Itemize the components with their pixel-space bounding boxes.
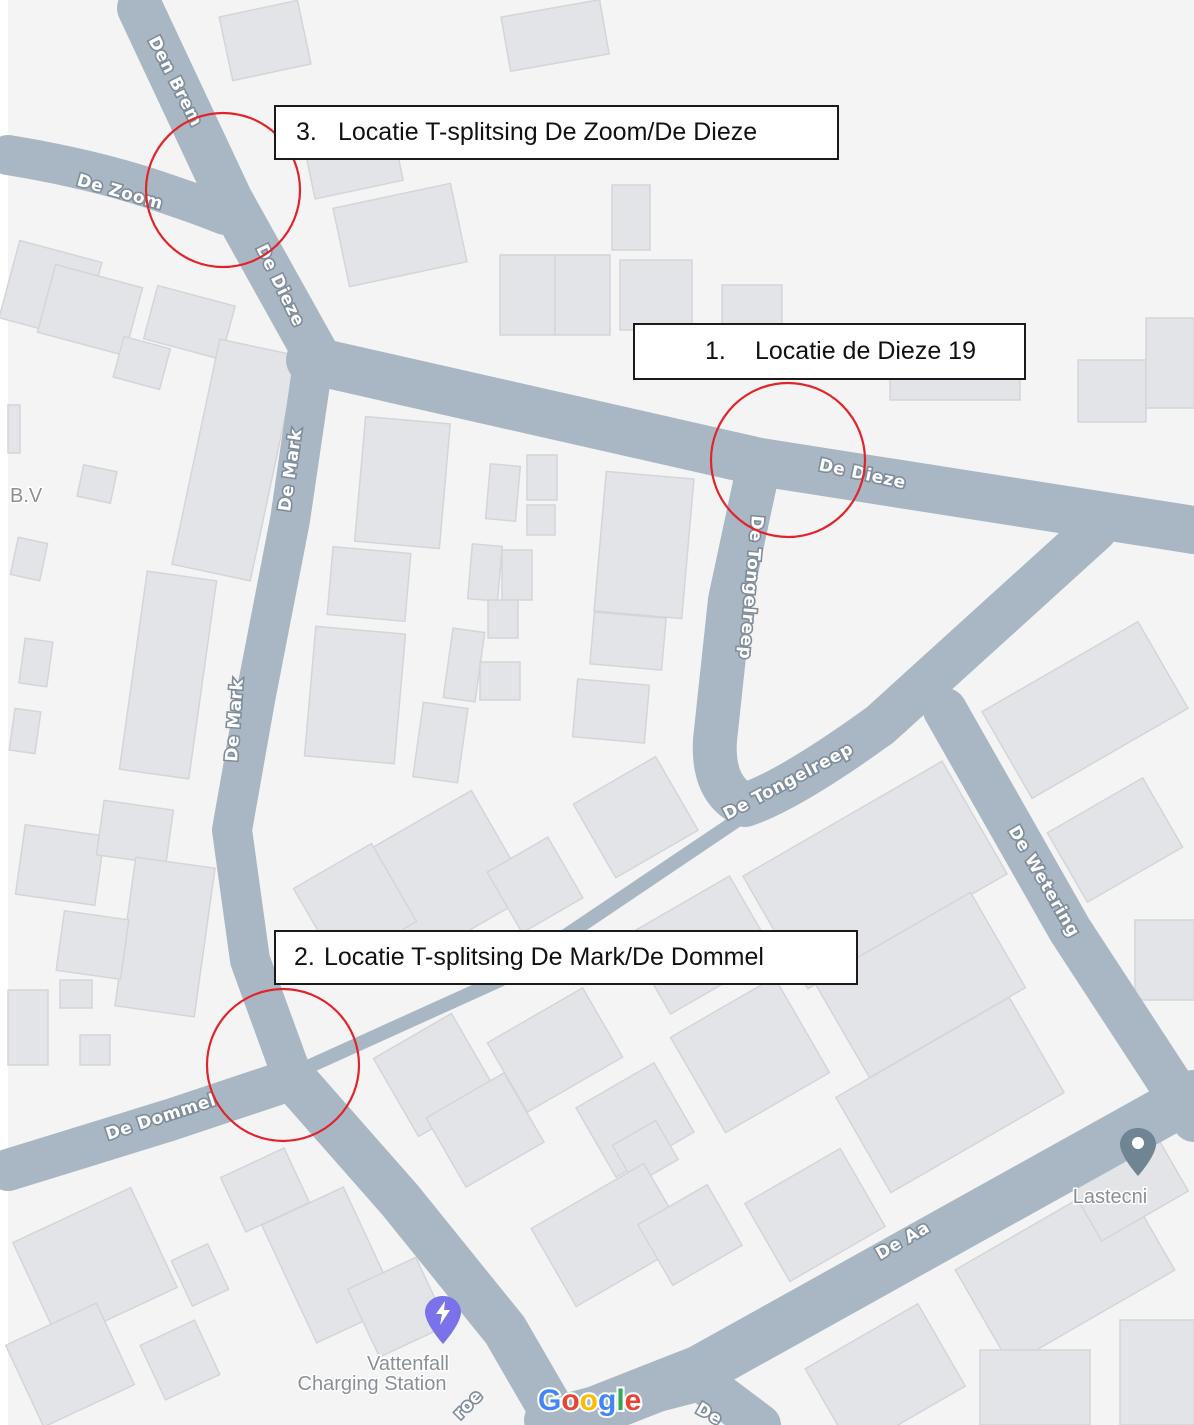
building	[303, 625, 407, 765]
building	[981, 620, 1189, 800]
building	[11, 1186, 179, 1344]
road-den-brem	[117, 0, 341, 381]
google-logo-letter: o	[561, 1384, 579, 1417]
callout-text: Locatie T-splitsing De Zoom/De Dieze	[338, 118, 758, 146]
building	[1077, 359, 1147, 423]
callout-location-2: 2. Locatie T-splitsing De Mark/De Dommel	[274, 930, 858, 985]
building	[55, 909, 130, 981]
building	[142, 284, 237, 361]
poi-vattenfall[interactable]: Vattenfall Charging Station	[296, 1296, 461, 1397]
building	[4, 1302, 136, 1425]
building	[571, 678, 651, 744]
building	[554, 254, 611, 336]
google-logo-letter: e	[625, 1384, 642, 1417]
building	[500, 0, 610, 73]
building	[14, 823, 106, 907]
location-pin-icon[interactable]	[1120, 1128, 1156, 1176]
building	[530, 1162, 690, 1308]
building	[18, 637, 54, 688]
poi-label-lastecni: Lastecni	[1073, 1186, 1148, 1208]
callout-location-1: 1. Locatie de Dieze 19	[633, 323, 1026, 380]
building	[353, 415, 452, 550]
building	[487, 599, 519, 639]
building	[834, 996, 1066, 1194]
building	[526, 454, 558, 501]
building	[79, 1034, 111, 1066]
poi-label-vattenfall-line1: Vattenfall	[367, 1353, 449, 1375]
building	[501, 549, 533, 601]
building	[619, 259, 693, 331]
callout-location-3: 3. Locatie T-splitsing De Zoom/De Dieze	[274, 105, 839, 160]
google-logo-letter: l	[616, 1384, 624, 1417]
building	[8, 707, 42, 755]
building	[412, 701, 469, 784]
marker-circle-1	[709, 381, 867, 539]
poi-lastecni[interactable]: Lastecni	[1071, 1128, 1156, 1210]
building	[611, 184, 651, 251]
building	[95, 799, 175, 866]
callout-number: 3.	[296, 118, 317, 146]
building	[466, 542, 504, 603]
building	[112, 335, 172, 391]
building	[611, 1119, 680, 1186]
building	[572, 755, 700, 879]
building	[804, 1302, 967, 1425]
building	[526, 504, 556, 536]
building	[59, 979, 93, 1009]
building	[171, 338, 299, 582]
building	[479, 661, 521, 701]
google-logo-letter: o	[580, 1384, 598, 1417]
callout-number: 1.	[705, 337, 726, 365]
building	[326, 545, 412, 623]
left-margin	[0, 0, 8, 1425]
google-logo-letter: g	[598, 1384, 616, 1417]
building	[170, 1242, 230, 1308]
poi-label-vattenfall-line2: Charging Station	[298, 1373, 447, 1395]
marker-circle-3	[144, 111, 302, 269]
road-de-tongelreep	[692, 438, 1117, 827]
building	[7, 404, 21, 454]
callout-number: 2.	[294, 943, 315, 971]
marker-circles	[144, 111, 867, 1143]
marker-circle-2	[205, 987, 361, 1143]
building	[1134, 919, 1194, 1001]
building	[499, 254, 556, 336]
building	[743, 1147, 887, 1283]
building	[669, 976, 831, 1134]
google-logo: Google	[538, 1384, 641, 1417]
road-de-mark	[212, 350, 332, 1090]
road-de-zoom	[0, 135, 245, 235]
road-de-dommel	[0, 1059, 311, 1191]
building	[218, 0, 312, 82]
google-logo-letter: G	[538, 1384, 561, 1417]
callout-text: Locatie T-splitsing De Mark/De Dommel	[324, 943, 764, 971]
building	[593, 470, 695, 620]
building	[589, 611, 667, 671]
building	[1119, 1319, 1194, 1425]
building	[484, 462, 522, 523]
charging-station-icon[interactable]	[425, 1296, 461, 1344]
building	[425, 1071, 545, 1189]
building	[118, 570, 218, 780]
building	[139, 1319, 221, 1401]
building	[7, 989, 49, 1066]
building	[979, 1349, 1091, 1425]
road-south	[267, 1052, 583, 1425]
callout-text: Locatie de Dieze 19	[755, 337, 976, 365]
building	[1046, 776, 1184, 904]
building	[332, 182, 468, 288]
building	[1145, 317, 1194, 409]
building	[36, 263, 144, 357]
building	[486, 836, 584, 934]
building	[636, 1183, 744, 1287]
building	[76, 463, 118, 505]
building	[346, 1256, 449, 1359]
road-de-wetering	[923, 688, 1194, 1142]
building	[9, 536, 49, 582]
poi-label-bv-partial: B.V	[10, 485, 43, 507]
road-bottom-junction	[524, 1359, 781, 1425]
